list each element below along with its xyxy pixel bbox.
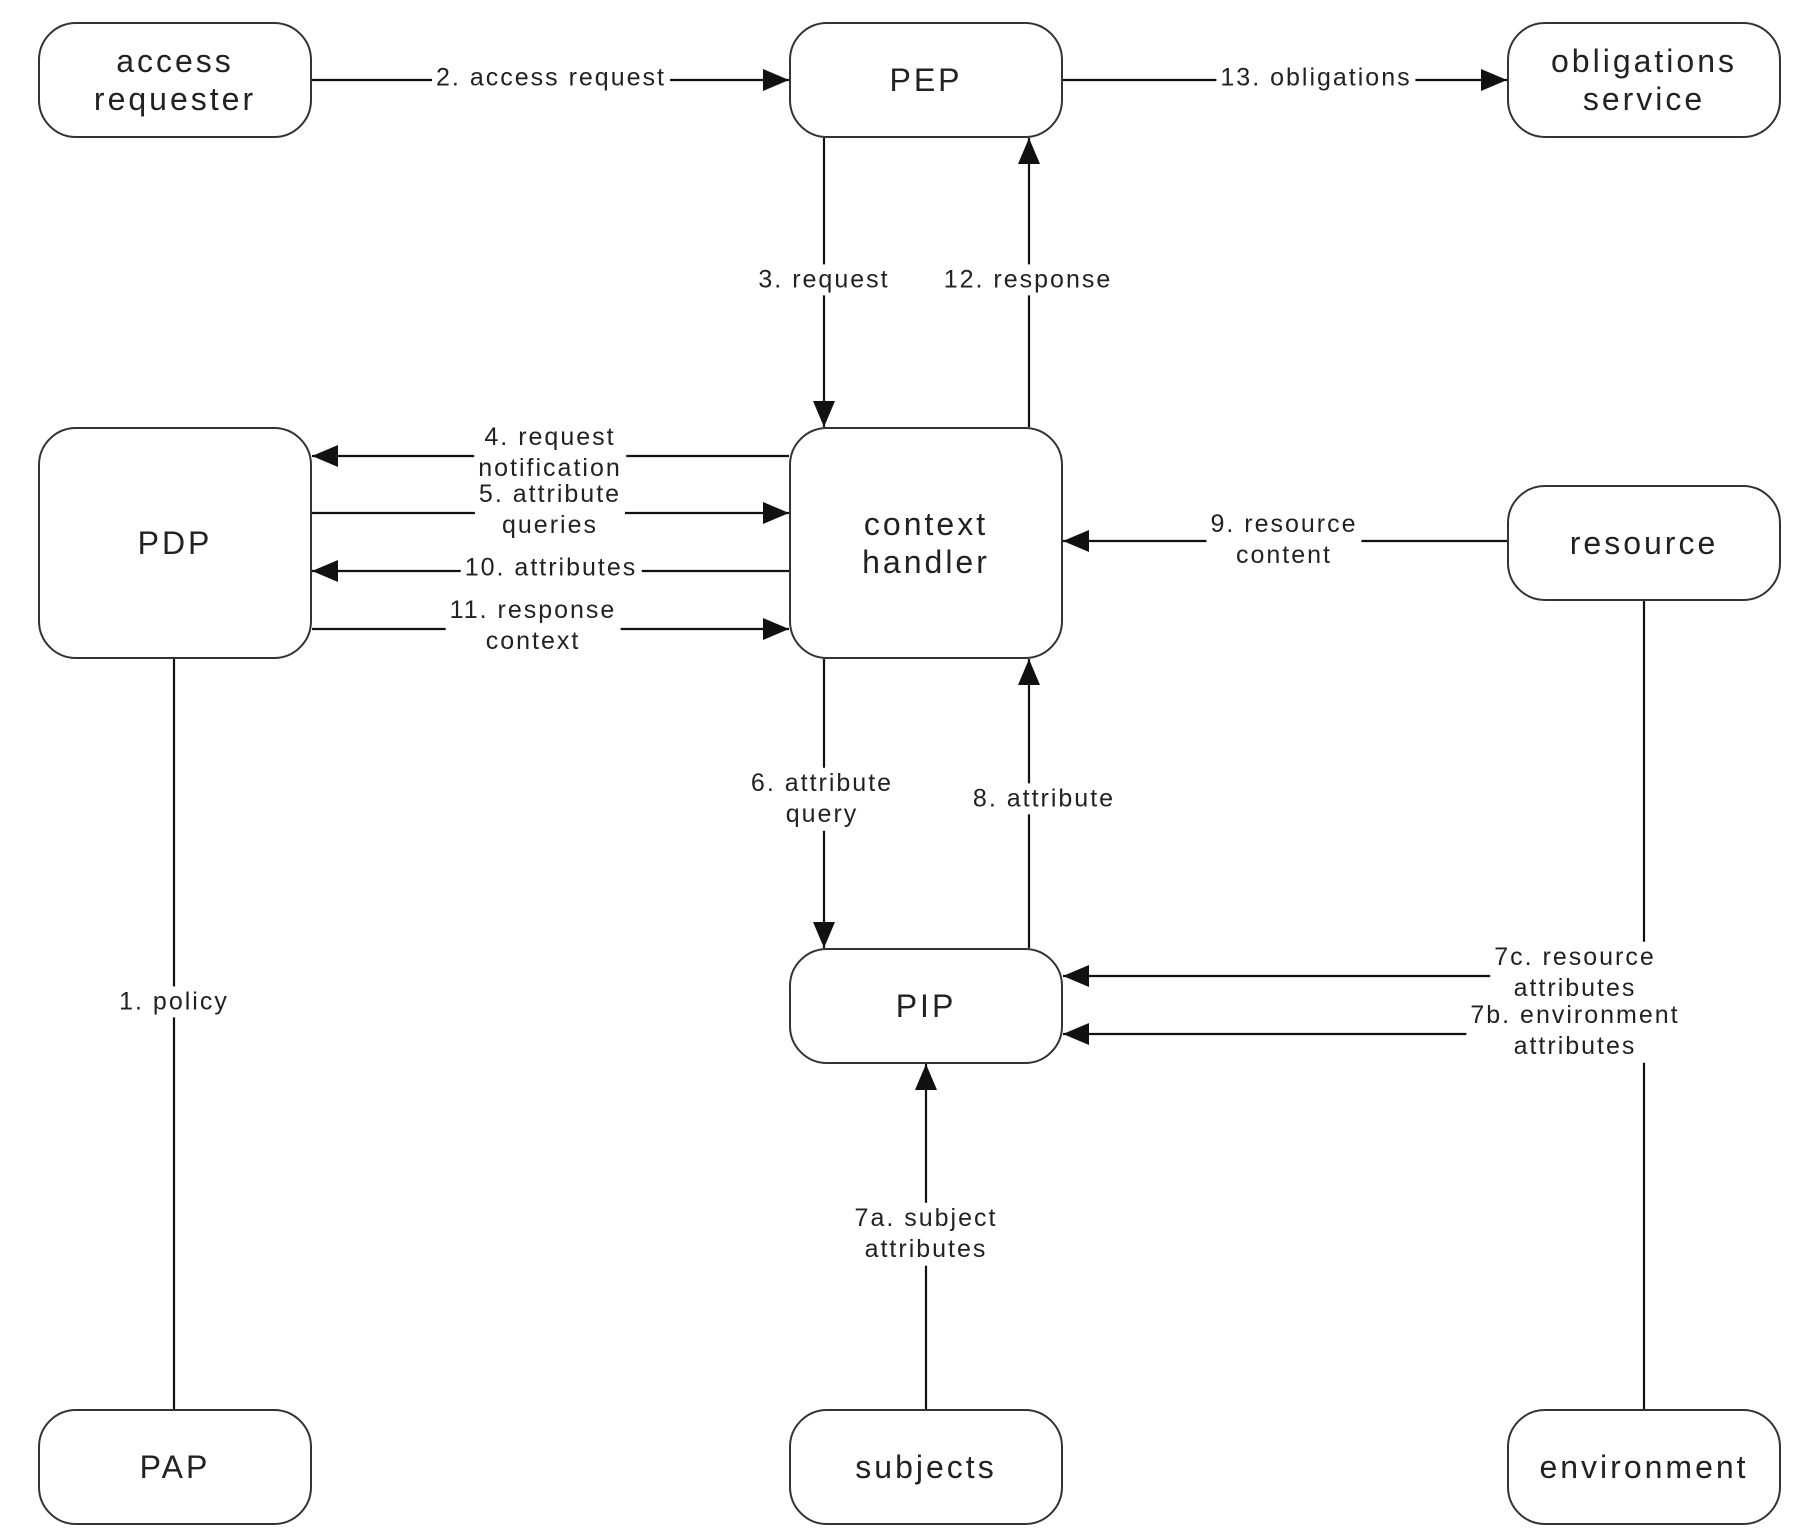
edge-label-request: 3. request [754, 264, 894, 296]
access-requester-node: access requester [38, 22, 312, 138]
pip-node: PIP [789, 948, 1063, 1064]
edge-label-resource-content: 9. resource content [1206, 508, 1362, 572]
edge-label-attribute: 8. attribute [968, 783, 1120, 815]
pep-node: PEP [789, 22, 1063, 138]
edge-label-request-notification: 4. request notification [474, 421, 626, 485]
pap-node: PAP [38, 1409, 312, 1525]
edge-label-resource-attributes: 7c. resource attributes [1490, 941, 1660, 1005]
obligations-service-node: obligations service [1507, 22, 1781, 138]
edge-label-access-request: 2. access request [432, 62, 670, 94]
edge-label-response: 12. response [939, 264, 1117, 296]
pdp-node: PDP [38, 427, 312, 659]
environment-node: environment [1507, 1409, 1781, 1525]
edge-label-environment-attributes: 7b. environment attributes [1466, 999, 1684, 1063]
resource-node: resource [1507, 485, 1781, 601]
edge-label-response-context: 11. response context [445, 594, 621, 658]
edge-label-subject-attributes: 7a. subject attributes [850, 1202, 1002, 1266]
edge-label-attribute-query: 6. attribute query [746, 767, 898, 831]
edge-label-attributes: 10. attributes [460, 552, 642, 584]
context-handler-node: context handler [789, 427, 1063, 659]
subjects-node: subjects [789, 1409, 1063, 1525]
edge-label-attribute-queries: 5. attribute queries [474, 478, 626, 542]
edge-label-obligations: 13. obligations [1216, 62, 1416, 94]
edge-label-policy: 1. policy [115, 986, 233, 1018]
